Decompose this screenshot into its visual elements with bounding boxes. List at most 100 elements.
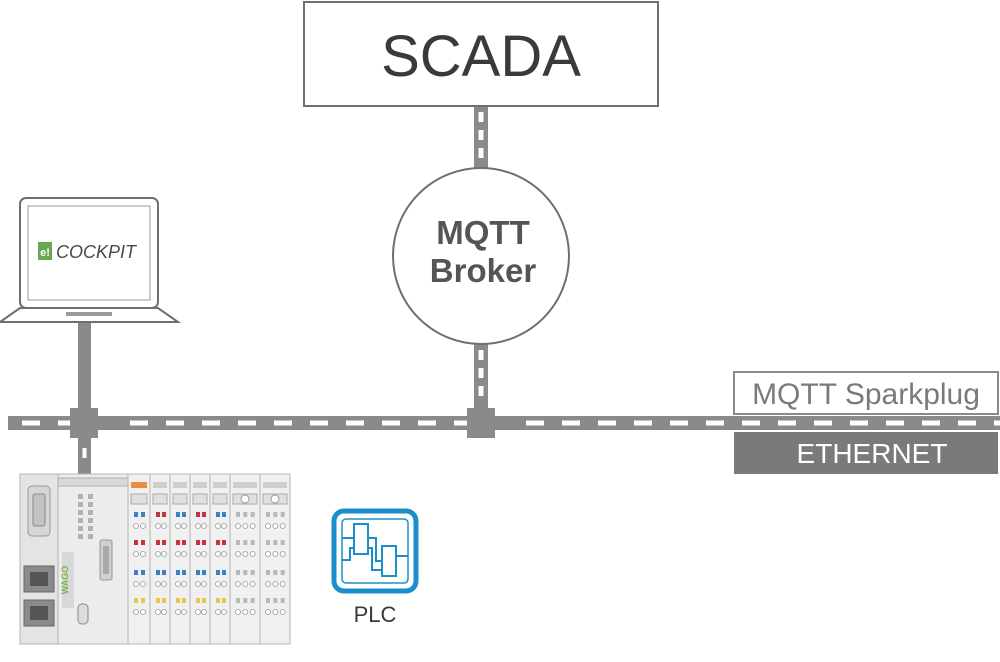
status-led xyxy=(78,494,83,499)
io-module-led-window xyxy=(130,493,148,505)
sparkplug-box xyxy=(733,371,999,415)
io-terminal-hole xyxy=(242,523,249,529)
io-module-indicator xyxy=(270,494,280,504)
io-terminal-marker xyxy=(196,512,200,517)
bus-dash xyxy=(310,420,328,426)
io-terminal-hole xyxy=(249,581,256,587)
io-terminal-marker xyxy=(141,570,145,575)
bus-dash xyxy=(418,420,436,426)
io-terminal-hole xyxy=(265,523,271,529)
io-terminal-hole xyxy=(235,609,241,615)
cockpit-logo-text: e! xyxy=(40,247,50,259)
io-module xyxy=(189,473,211,645)
io-terminal-marker xyxy=(243,598,248,603)
io-terminal-hole xyxy=(272,581,279,587)
io-terminal-hole xyxy=(161,551,167,557)
io-terminal-hole xyxy=(181,551,187,557)
io-terminal-marker xyxy=(202,512,206,517)
io-terminal-marker xyxy=(134,512,138,517)
bus-dash xyxy=(850,420,868,426)
io-terminal-hole xyxy=(279,581,286,587)
io-terminal-marker xyxy=(141,540,145,545)
status-led xyxy=(78,510,83,515)
io-terminal-hole xyxy=(221,609,227,615)
io-terminal-marker xyxy=(176,540,180,545)
io-terminal-marker xyxy=(222,598,226,603)
io-module-tab xyxy=(263,482,287,488)
io-terminal-marker xyxy=(216,570,220,575)
io-terminal-hole xyxy=(155,581,161,587)
status-led xyxy=(88,510,93,515)
io-terminal-hole xyxy=(265,609,271,615)
io-module-led-window xyxy=(212,493,228,505)
io-terminal-marker xyxy=(202,540,206,545)
io-terminal-marker xyxy=(196,598,200,603)
io-module-tab xyxy=(131,482,147,488)
io-terminal-hole xyxy=(181,523,187,529)
io-module xyxy=(127,473,151,645)
io-terminal-hole xyxy=(140,609,146,615)
bus-dash xyxy=(454,420,472,426)
io-terminal-marker xyxy=(182,512,186,517)
bus-dash xyxy=(346,420,364,426)
io-module-tab xyxy=(153,482,167,488)
io-terminal-marker xyxy=(273,598,278,603)
io-terminal-marker xyxy=(202,598,206,603)
scada-broker-link xyxy=(474,104,488,170)
io-terminal-marker xyxy=(176,570,180,575)
io-terminal-hole xyxy=(279,609,286,615)
bus-dash xyxy=(994,420,1000,426)
io-terminal-marker xyxy=(134,540,138,545)
status-led xyxy=(78,526,83,531)
io-terminal-hole xyxy=(133,581,139,587)
ethernet-box xyxy=(734,432,998,474)
io-terminal-marker xyxy=(162,540,166,545)
io-terminal-hole xyxy=(195,609,201,615)
bus-dash xyxy=(814,420,832,426)
io-terminal-marker xyxy=(243,570,248,575)
io-terminal-marker xyxy=(202,570,206,575)
io-module-indicator xyxy=(240,494,250,504)
io-terminal-marker xyxy=(216,512,220,517)
protocol-labels: MQTT Sparkplug ETHERNET xyxy=(733,371,999,474)
broker-label-line1: MQTT xyxy=(436,214,529,251)
io-terminal-marker xyxy=(176,598,180,603)
io-terminal-hole xyxy=(272,551,279,557)
io-terminal-marker xyxy=(236,512,240,517)
bus-dash xyxy=(922,420,940,426)
status-led xyxy=(88,526,93,531)
io-terminal-hole xyxy=(195,581,201,587)
bus-dash xyxy=(958,420,976,426)
io-terminal-hole xyxy=(215,551,221,557)
io-terminal-hole xyxy=(195,551,201,557)
io-terminal-marker xyxy=(266,540,270,545)
io-terminal-marker xyxy=(280,540,285,545)
scada-label: SCADA xyxy=(381,24,581,89)
io-terminal-hole xyxy=(133,609,139,615)
io-terminal-marker xyxy=(216,540,220,545)
cpu-status-leds xyxy=(78,494,93,539)
io-module xyxy=(169,473,191,645)
io-terminal-marker xyxy=(176,512,180,517)
io-terminal-marker xyxy=(156,540,160,545)
bus-dash xyxy=(130,420,148,426)
io-module-tab xyxy=(193,482,207,488)
io-terminal-hole xyxy=(265,581,271,587)
io-terminal-marker xyxy=(250,570,255,575)
io-terminal-marker xyxy=(222,570,226,575)
io-terminal-marker xyxy=(236,540,240,545)
status-led xyxy=(88,534,93,539)
io-terminal-marker xyxy=(162,512,166,517)
io-terminal-marker xyxy=(266,598,270,603)
io-terminal-hole xyxy=(201,581,207,587)
io-terminal-hole xyxy=(133,523,139,529)
bus-dash xyxy=(238,420,256,426)
io-terminal-marker xyxy=(162,570,166,575)
io-terminal-marker xyxy=(273,540,278,545)
io-terminal-hole xyxy=(181,581,187,587)
status-led xyxy=(88,494,93,499)
mqtt-broker-node: MQTT Broker xyxy=(392,167,570,345)
io-terminal-hole xyxy=(221,523,227,529)
io-terminal-hole xyxy=(140,551,146,557)
